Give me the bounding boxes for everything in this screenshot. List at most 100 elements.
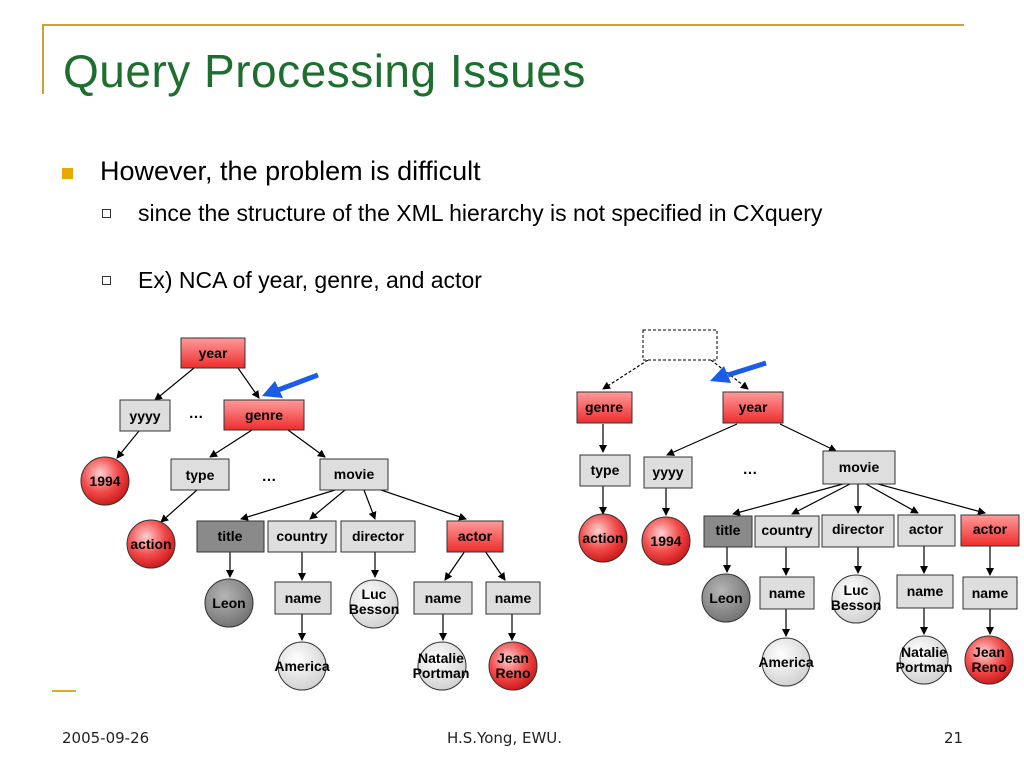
node-portman-label: Portman — [896, 659, 953, 675]
node-luc-besson-circle — [831, 574, 881, 624]
blue-arrow-icon — [262, 372, 319, 398]
node-year-label: year — [739, 399, 768, 415]
node-natalie-portman-circle — [417, 641, 467, 691]
node-leon-circle — [701, 573, 751, 623]
node-1994-label: 1994 — [89, 473, 120, 489]
node-name — [962, 576, 1018, 610]
node-actor — [446, 520, 504, 553]
ellipsis: … — [189, 405, 204, 422]
node-year — [180, 337, 246, 369]
bullet-square-icon — [62, 168, 73, 179]
blue-arrow-icon — [710, 360, 767, 383]
right-tree-edges — [599, 359, 994, 637]
node-name-label: name — [285, 590, 322, 606]
node-leon-label: Leon — [212, 595, 245, 611]
node-title — [703, 515, 753, 548]
node-luc-label: Luc — [844, 582, 869, 598]
node-luc-label: Luc — [362, 586, 387, 602]
node-1994-label: 1994 — [650, 533, 681, 549]
node-yyyy-label: yyyy — [129, 408, 160, 424]
node-yyyy — [119, 399, 171, 432]
node-action-label: action — [130, 536, 171, 552]
node-genre — [576, 391, 633, 424]
node-america-circle — [277, 641, 327, 691]
node-america-label: America — [274, 658, 329, 674]
left-rule — [42, 24, 44, 94]
node-name — [759, 576, 815, 610]
node-title-label: title — [716, 522, 741, 538]
node-jean-label: Jean — [497, 650, 529, 666]
node-country-label: country — [761, 522, 813, 538]
left-tree-nodes: year yyyy … genre 1994 type … movie acti… — [80, 337, 541, 691]
node-movie — [319, 458, 389, 491]
node-movie-label: movie — [839, 459, 880, 475]
node-yyyy — [643, 456, 693, 489]
node-genre-label: genre — [585, 399, 623, 415]
node-type-label: type — [591, 462, 620, 478]
node-actor-highlight — [960, 514, 1020, 547]
node-title-label: title — [218, 528, 243, 544]
node-actor-label: actor — [909, 521, 944, 537]
node-name-label: name — [907, 583, 944, 599]
node-name-label: name — [425, 590, 462, 606]
node-type-label: type — [186, 467, 215, 483]
node-director-label: director — [352, 528, 405, 544]
node-name-label: name — [495, 590, 532, 606]
node-year — [722, 391, 784, 424]
main-bullet-text: However, the problem is difficult — [100, 156, 481, 186]
node-america-label: America — [758, 654, 813, 670]
node-luc-besson-circle — [349, 579, 399, 629]
footer-accent-mark — [52, 690, 76, 692]
top-rule — [42, 24, 964, 26]
node-movie — [822, 450, 896, 485]
sub-bullet-2-text: Ex) NCA of year, genre, and actor — [138, 267, 482, 293]
node-name — [274, 581, 332, 615]
node-country — [267, 520, 337, 553]
node-america-circle — [761, 637, 811, 687]
ellipsis: … — [743, 461, 758, 478]
node-name — [485, 581, 541, 615]
node-leon-label: Leon — [709, 590, 742, 606]
sub-bullet-icon — [102, 209, 111, 218]
node-action-circle — [126, 519, 176, 569]
node-reno-label: Reno — [496, 665, 531, 681]
slide-title: Query Processing Issues — [63, 45, 586, 97]
node-director-label: director — [832, 521, 885, 537]
node-reno-label: Reno — [972, 659, 1007, 675]
sub-bullet-1-text: since the structure of the XML hierarchy… — [138, 200, 823, 226]
node-natalie-label: Natalie — [901, 644, 947, 660]
node-type — [170, 458, 230, 491]
node-type — [579, 454, 631, 487]
node-1994-circle — [641, 516, 691, 566]
node-actor — [897, 514, 956, 547]
node-jean-reno-circle — [964, 635, 1014, 685]
node-year-label: year — [199, 345, 228, 361]
node-action-label: action — [582, 530, 623, 546]
node-natalie-portman-circle — [899, 635, 949, 685]
node-name — [413, 581, 473, 615]
node-unknown-root — [642, 329, 718, 361]
node-besson-label: Besson — [349, 601, 400, 617]
node-genre — [223, 399, 305, 431]
footer-author: H.S.Yong, EWU. — [447, 729, 563, 747]
node-country — [754, 515, 820, 548]
node-leon-circle — [204, 578, 254, 628]
node-title — [196, 520, 265, 553]
sub-bullet-icon — [102, 276, 111, 285]
node-name-label: name — [769, 585, 806, 601]
right-tree-nodes: genre year type yyyy … movie action 1994… — [576, 329, 1020, 687]
node-yyyy-label: yyyy — [652, 464, 683, 480]
node-1994-circle — [80, 456, 130, 506]
node-jean-reno-circle — [488, 641, 538, 691]
node-jean-label: Jean — [973, 644, 1005, 660]
node-genre-label: genre — [245, 407, 283, 423]
node-name-label: name — [972, 585, 1009, 601]
node-natalie-label: Natalie — [418, 650, 464, 666]
node-actor-label: actor — [458, 528, 493, 544]
left-tree-edges — [116, 367, 516, 641]
node-movie-label: movie — [334, 466, 375, 482]
node-country-label: country — [276, 528, 328, 544]
node-besson-label: Besson — [831, 597, 882, 613]
footer-page-number: 21 — [944, 729, 964, 747]
